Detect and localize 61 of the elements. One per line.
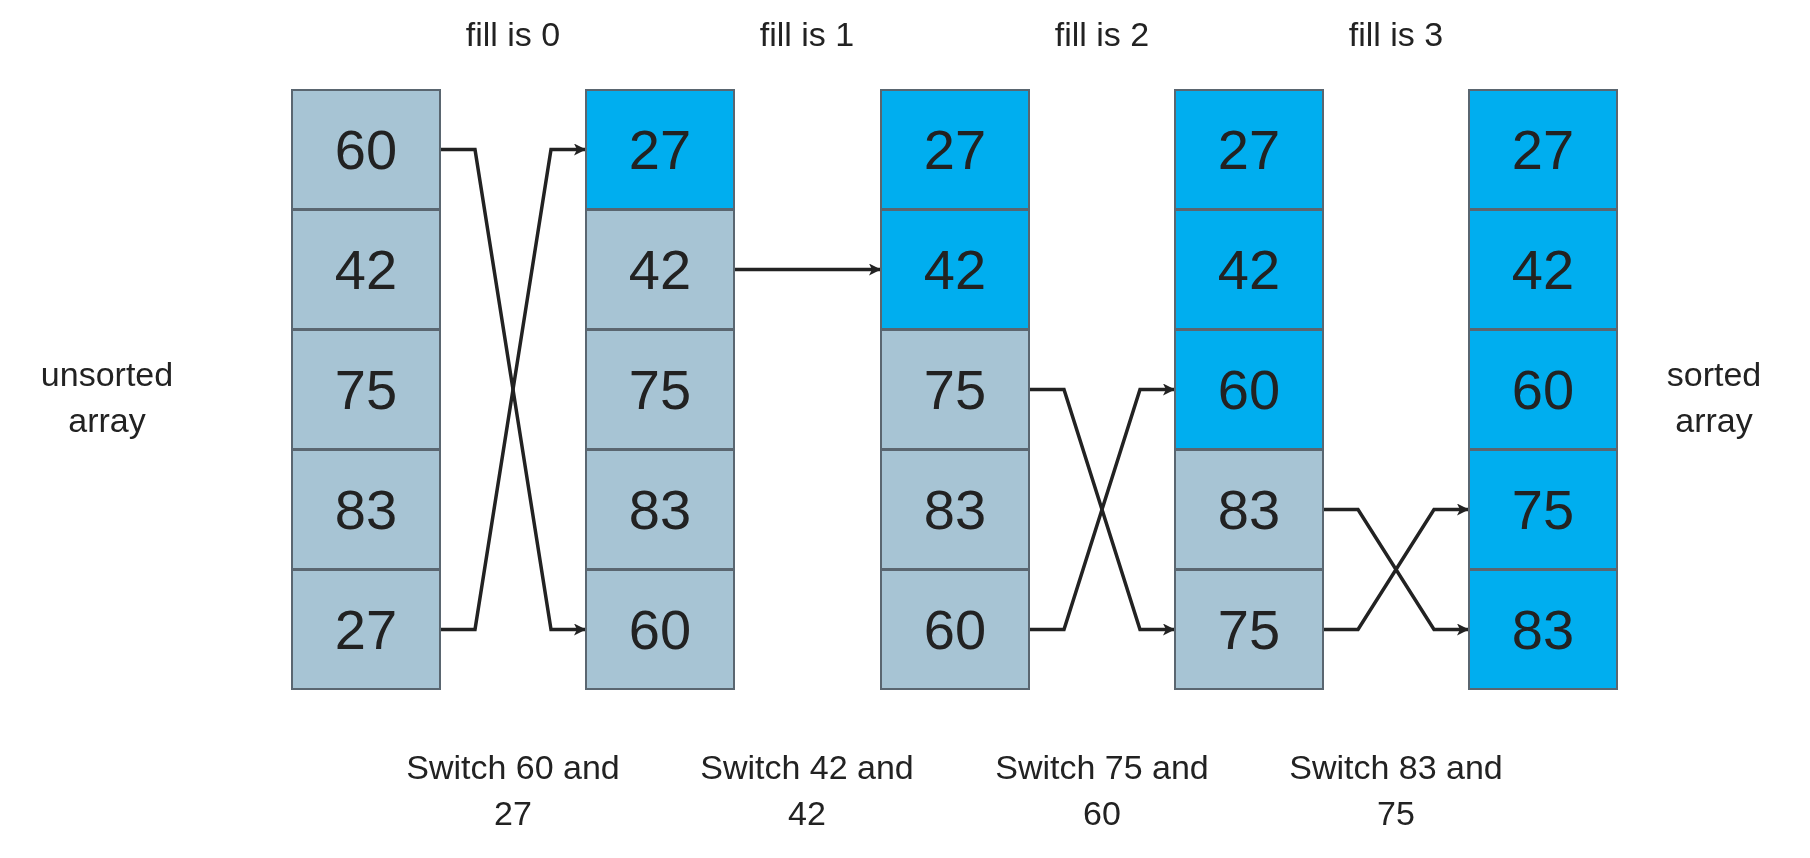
cell-value: 42 [334, 241, 398, 298]
step-heading: fill is 1 [758, 14, 856, 55]
array-cell [585, 569, 735, 690]
arrow [735, 263, 881, 276]
cell-value: 60 [1217, 361, 1281, 418]
array-cell [880, 209, 1030, 330]
cell-value: 27 [628, 121, 692, 178]
cell-value: 83 [1511, 601, 1575, 658]
array-cell [1174, 569, 1324, 690]
cell-value: 83 [923, 481, 987, 538]
array-cell [880, 569, 1030, 690]
cell-value: 83 [334, 481, 398, 538]
cell-value: 27 [923, 121, 987, 178]
cell-value: 27 [1511, 121, 1575, 178]
cell-value: 75 [628, 361, 692, 418]
array-cell [1174, 329, 1324, 450]
step-caption: Switch 60 and 27 [405, 747, 621, 834]
cell-value: 42 [923, 241, 987, 298]
array-cell [291, 209, 441, 330]
array-cell [585, 329, 735, 450]
cell-value: 42 [628, 241, 692, 298]
cell-value: 27 [334, 601, 398, 658]
array-cell [291, 569, 441, 690]
array-cell [1174, 209, 1324, 330]
array-cell [291, 329, 441, 450]
cell-value: 60 [923, 601, 987, 658]
cell-value: 75 [923, 361, 987, 418]
cell-value: 75 [334, 361, 398, 418]
array-cell [291, 449, 441, 570]
cell-value: 42 [1511, 241, 1575, 298]
array-cell [1468, 569, 1618, 690]
array-cell [880, 89, 1030, 210]
step-heading: fill is 2 [1053, 14, 1151, 55]
array-cell [585, 89, 735, 210]
array-cell [880, 449, 1030, 570]
array-cell [1174, 449, 1324, 570]
array-cell [880, 329, 1030, 450]
cell-value: 60 [1511, 361, 1575, 418]
cell-value: 42 [1217, 241, 1281, 298]
cell-value: 75 [1511, 481, 1575, 538]
array-cell [291, 89, 441, 210]
cell-value: 83 [1217, 481, 1281, 538]
array-cell [1468, 329, 1618, 450]
array-label: unsorted array [39, 354, 175, 441]
step-heading: fill is 3 [1347, 14, 1445, 55]
array-label: sorted array [1665, 354, 1763, 441]
cell-value: 75 [1217, 601, 1281, 658]
step-caption: Switch 83 and 75 [1288, 747, 1504, 834]
array-cell [1468, 449, 1618, 570]
cell-value: 27 [1217, 121, 1281, 178]
array-cell [1468, 209, 1618, 330]
step-heading: fill is 0 [464, 14, 562, 55]
cell-value: 83 [628, 481, 692, 538]
array-cell [1174, 89, 1324, 210]
cell-value: 60 [334, 121, 398, 178]
step-caption: Switch 42 and 42 [699, 747, 915, 834]
array-cell [1468, 89, 1618, 210]
array-cell [585, 209, 735, 330]
array-cell [585, 449, 735, 570]
step-caption: Switch 75 and 60 [994, 747, 1210, 834]
cell-value: 60 [628, 601, 692, 658]
